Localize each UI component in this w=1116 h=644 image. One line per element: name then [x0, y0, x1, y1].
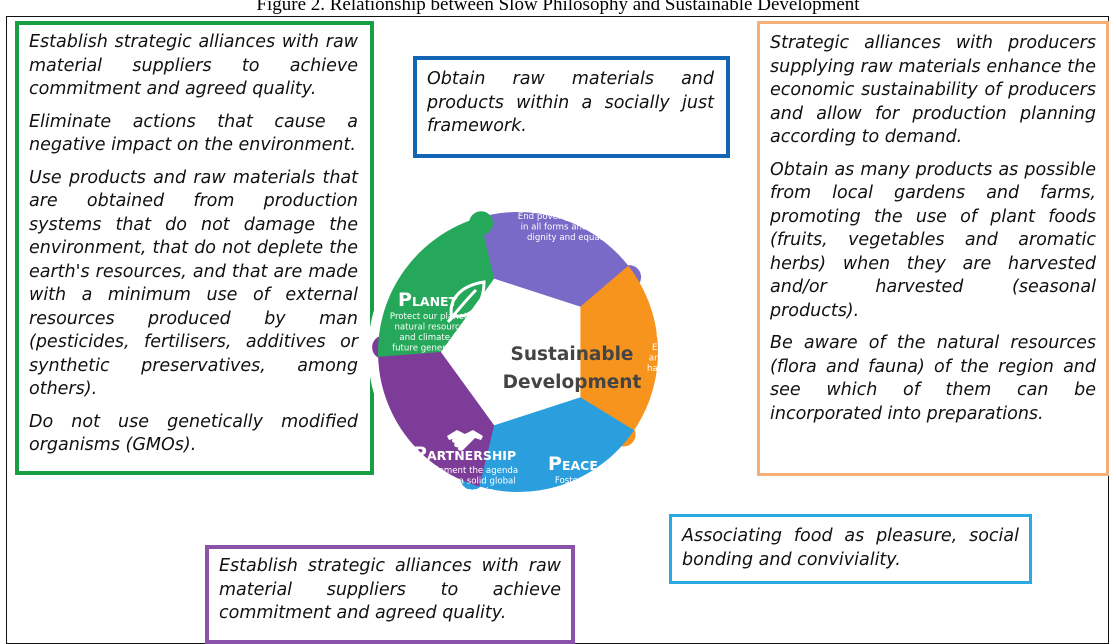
segment-desc-peace: Foster peaceful, just and: [555, 476, 661, 486]
segment-desc-people: dignity and equality: [527, 233, 613, 243]
segment-desc-partnership: Implement the agenda: [420, 466, 518, 476]
top-blue-box: Obtain raw materials and products within…: [413, 56, 730, 158]
segment-desc-people: in all forms and ensure: [521, 223, 620, 233]
segment-prosperity: [580, 265, 659, 439]
segment-desc-partnership: partnership: [444, 487, 494, 497]
segment-planet: [378, 217, 495, 357]
segment-title-peace: PEACE: [548, 453, 598, 475]
bottom-cyan-box: Associating food as pleasure, social bon…: [669, 514, 1032, 584]
segment-title-prosperity: PROSPERITY: [655, 320, 749, 342]
center-title-line2: Development: [503, 372, 642, 393]
figure-caption: Figure 2. Relationship between Slow Phil…: [256, 0, 860, 15]
segment-knob-planet: [469, 211, 494, 236]
right-box-paragraph-2: Obtain as many products as possible from…: [770, 159, 1096, 321]
bottom-purple-box: Establish strategic alliances with raw m…: [205, 545, 575, 644]
left-box-paragraph-2: Eliminate actions that cause a negative …: [29, 111, 358, 156]
leaf-icon: [446, 280, 486, 323]
segment-desc-partnership: through a solid global: [422, 477, 515, 487]
segment-partnership: [378, 347, 495, 487]
segment-people: [470, 212, 635, 307]
segment-desc-planet: future generations: [392, 344, 472, 354]
left-box-paragraph-4: Do not use genetically modified organism…: [29, 411, 358, 456]
right-orange-box: Strategic alliances with producers suppl…: [757, 21, 1109, 476]
segment-desc-planet: Protect our planet's: [390, 312, 475, 322]
segment-peace: [470, 397, 635, 492]
segment-desc-planet: natural resources: [394, 323, 470, 333]
segment-desc-prosperity: Ensure prosperous: [652, 343, 732, 353]
segment-desc-prosperity: harmony with nature: [647, 364, 737, 374]
segment-title-planet: PLANET: [398, 289, 458, 311]
top-box-text: Obtain raw materials and products within…: [427, 69, 714, 136]
bar-chart-icon: [683, 290, 716, 322]
bottom-purple-text: Establish strategic alliances with raw m…: [219, 556, 561, 623]
segment-desc-people: End poverty and hunger: [518, 212, 623, 222]
segment-desc-peace: inclusive societies: [569, 487, 648, 497]
left-box-paragraph-3: Use products and raw materials that are …: [29, 167, 358, 400]
people-icon: [574, 198, 607, 220]
right-box-paragraph-1: Strategic alliances with producers suppl…: [770, 33, 1096, 147]
left-green-box: Establish strategic alliances with raw m…: [15, 21, 374, 475]
segment-title-people: PEOPLE: [500, 189, 559, 211]
center-pentagon: [441, 278, 581, 426]
handshake-icon: [447, 430, 483, 451]
center-title-line1: Sustainable: [511, 344, 634, 365]
segment-title-partnership: PARTNERSHIP: [413, 443, 516, 465]
segment-desc-planet: and climate for: [399, 333, 465, 343]
dove-icon: [652, 432, 699, 466]
right-box-paragraph-3: Be aware of the natural resources (flora…: [770, 333, 1096, 424]
bottom-cyan-text: Associating food as pleasure, social bon…: [682, 526, 1019, 570]
left-box-paragraph-1: Establish strategic alliances with raw m…: [29, 32, 358, 99]
segment-desc-prosperity: and fulfilling lives in: [649, 354, 735, 364]
